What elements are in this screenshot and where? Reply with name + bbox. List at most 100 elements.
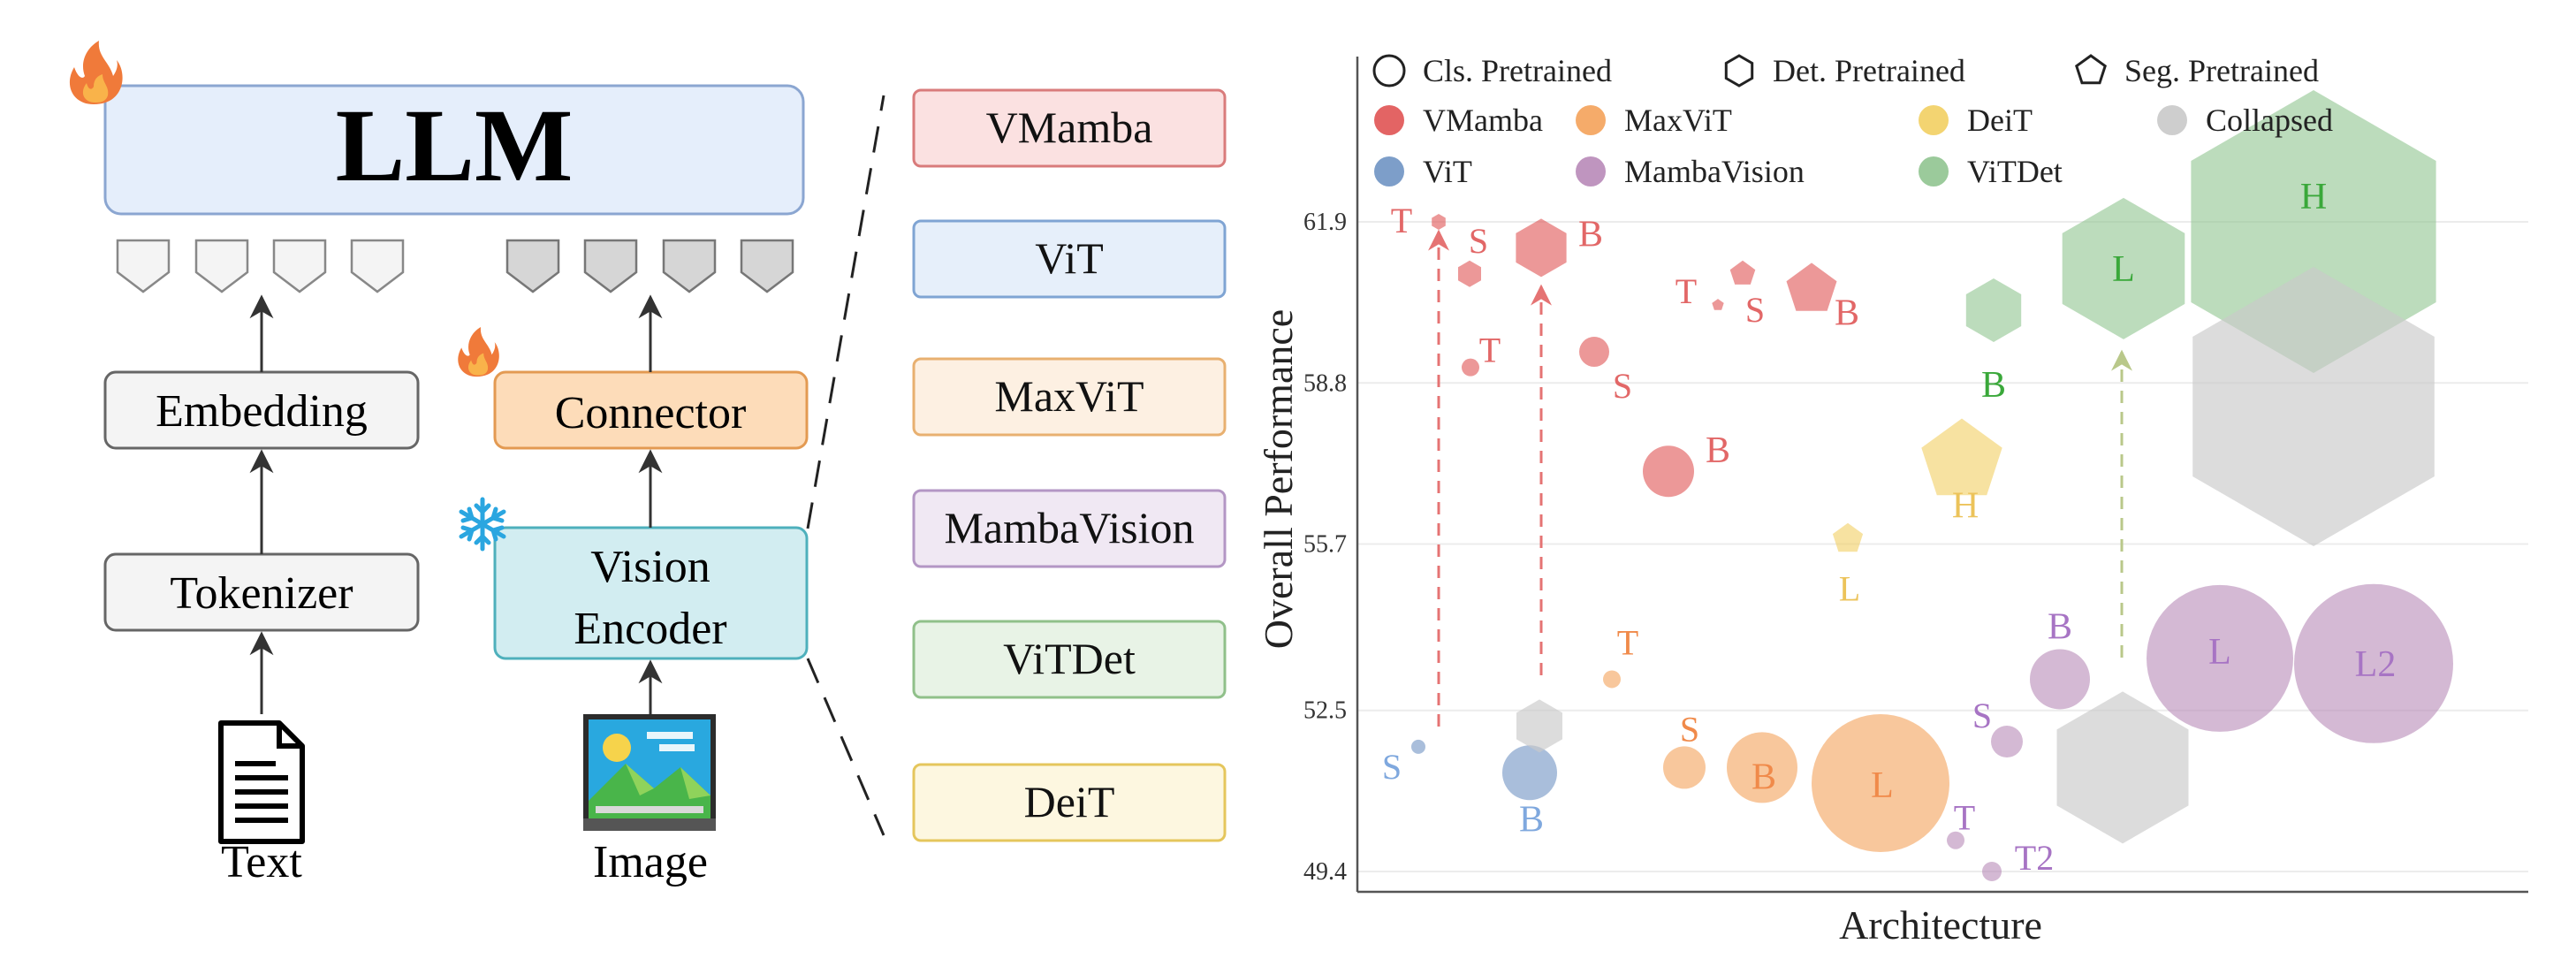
encoder-option-label: DeiT xyxy=(1024,777,1115,826)
image-input-label: Image xyxy=(593,837,708,887)
encoder-option-vitdet: ViTDet xyxy=(912,620,1227,699)
point-mark xyxy=(1921,418,2002,496)
point-mambavision-t: T xyxy=(1947,798,1975,849)
encoder-option-deit: DeiT xyxy=(912,763,1227,842)
point-mark xyxy=(1516,699,1562,753)
tokenizer-label: Tokenizer xyxy=(170,568,353,619)
encoder-option-mambavision: MambaVision xyxy=(912,489,1227,568)
point-label: L xyxy=(1839,569,1860,609)
point-mark xyxy=(1982,862,2002,881)
embedding-label: Embedding xyxy=(156,386,368,437)
point-mark xyxy=(1786,263,1837,311)
point-mark xyxy=(1432,214,1446,230)
image-token xyxy=(505,239,560,293)
point-mambavision-s: S xyxy=(1972,696,2023,757)
point-label: T xyxy=(1617,622,1638,662)
legend-label: Seg. Pretrained xyxy=(2124,53,2319,88)
encoder-option-box xyxy=(912,763,1227,842)
connector-label: Connector xyxy=(555,388,747,438)
point-vmamba-t: T xyxy=(1391,201,1446,240)
point-label: H xyxy=(1952,485,1979,526)
point-label: S xyxy=(1680,709,1699,749)
point-label: B xyxy=(1706,430,1730,471)
encoder-option-vit: ViT xyxy=(912,219,1227,299)
vision-encoder-label-line1: Vision xyxy=(590,542,710,592)
point-mark xyxy=(2294,583,2453,743)
legend-label: Collapsed xyxy=(2206,103,2333,138)
text-token xyxy=(194,239,249,293)
flame-icon xyxy=(69,41,123,104)
point-mark xyxy=(1462,358,1479,377)
point-label: T2 xyxy=(2015,838,2054,878)
encoder-option-label: MambaVision xyxy=(944,503,1194,552)
vision-encoder-label-line2: Encoder xyxy=(574,604,726,654)
encoder-option-box xyxy=(912,88,1227,168)
point-vitdet-h: H xyxy=(2191,90,2436,373)
point-label: L xyxy=(2112,249,2135,290)
point-maxvit-l: L xyxy=(1812,714,1949,853)
x-axis-label: Architecture xyxy=(1839,902,2042,948)
legend-label: DeiT xyxy=(1967,103,2033,138)
text-token xyxy=(116,239,171,293)
legend-swatch xyxy=(1919,156,1949,186)
point-vmamba-b: B xyxy=(1516,214,1603,278)
legend-label: Cls. Pretrained xyxy=(1423,53,1612,88)
point-vmamba-t: T xyxy=(1462,331,1501,377)
point-maxvit-b: B xyxy=(1727,732,1797,803)
image-token xyxy=(583,239,638,293)
point-mark xyxy=(1947,831,1964,849)
point-label: T xyxy=(1479,331,1501,370)
point-collapsed-collapsed xyxy=(1516,699,1562,753)
encoder-option-box xyxy=(912,357,1227,437)
point-vmamba-b: B xyxy=(1643,430,1730,498)
legend-family-vit: ViT xyxy=(1374,154,1472,189)
legend-family-collapsed: Collapsed xyxy=(2157,103,2333,138)
point-label: S xyxy=(1469,221,1488,261)
image-tokens xyxy=(505,239,794,293)
point-vit-s: S xyxy=(1382,739,1425,787)
point-mark xyxy=(2147,584,2293,732)
legend-shape-cls-pretrained: Cls. Pretrained xyxy=(1372,53,1612,88)
pentagon-icon xyxy=(2075,54,2107,85)
point-mark xyxy=(1458,260,1481,287)
point-label: T xyxy=(1954,798,1975,838)
encoder-option-box xyxy=(912,620,1227,699)
point-maxvit-t: T xyxy=(1603,622,1638,689)
point-mark xyxy=(1727,732,1797,803)
point-collapsed-collapsed xyxy=(2056,691,2189,844)
legend-shape-seg-pretrained: Seg. Pretrained xyxy=(2075,53,2319,88)
legend-swatch xyxy=(1576,105,1606,135)
point-mark xyxy=(1603,670,1621,689)
point-label: T xyxy=(1676,271,1697,311)
encoder-option-label: MaxViT xyxy=(994,371,1144,421)
zoom-line-top xyxy=(806,95,885,529)
y-tick-label: 58.8 xyxy=(1303,369,1347,397)
point-label: B xyxy=(1752,757,1776,797)
point-mambavision-t2: T2 xyxy=(1982,838,2054,881)
legend-label: ViTDet xyxy=(1967,154,2063,189)
point-vitdet-b: B xyxy=(1965,278,2022,406)
point-vit-b: B xyxy=(1502,745,1557,840)
point-label: L2 xyxy=(2355,644,2397,685)
hexagon-icon xyxy=(1724,54,1754,88)
encoder-option-label: ViTDet xyxy=(1003,634,1136,683)
text-input-label: Text xyxy=(221,837,302,887)
point-label: L xyxy=(1871,765,1894,806)
legend-label: ViT xyxy=(1423,154,1472,189)
point-label: T xyxy=(1391,201,1412,240)
point-mark xyxy=(2191,90,2436,373)
legend-swatch xyxy=(1374,156,1404,186)
point-mark xyxy=(1991,726,2023,757)
legend-swatch xyxy=(1374,105,1404,135)
legend-family-vitdet: ViTDet xyxy=(1919,154,2063,189)
point-mark xyxy=(1411,739,1425,754)
point-label: S xyxy=(1382,747,1402,787)
llm-label: LLM xyxy=(336,88,574,203)
circle-icon xyxy=(1372,54,1406,88)
point-mark xyxy=(1516,218,1567,278)
encoder-option-label: VMamba xyxy=(986,103,1153,152)
point-label: S xyxy=(1613,366,1632,406)
point-mark xyxy=(1812,714,1949,853)
legend-label: Det. Pretrained xyxy=(1773,53,1965,88)
